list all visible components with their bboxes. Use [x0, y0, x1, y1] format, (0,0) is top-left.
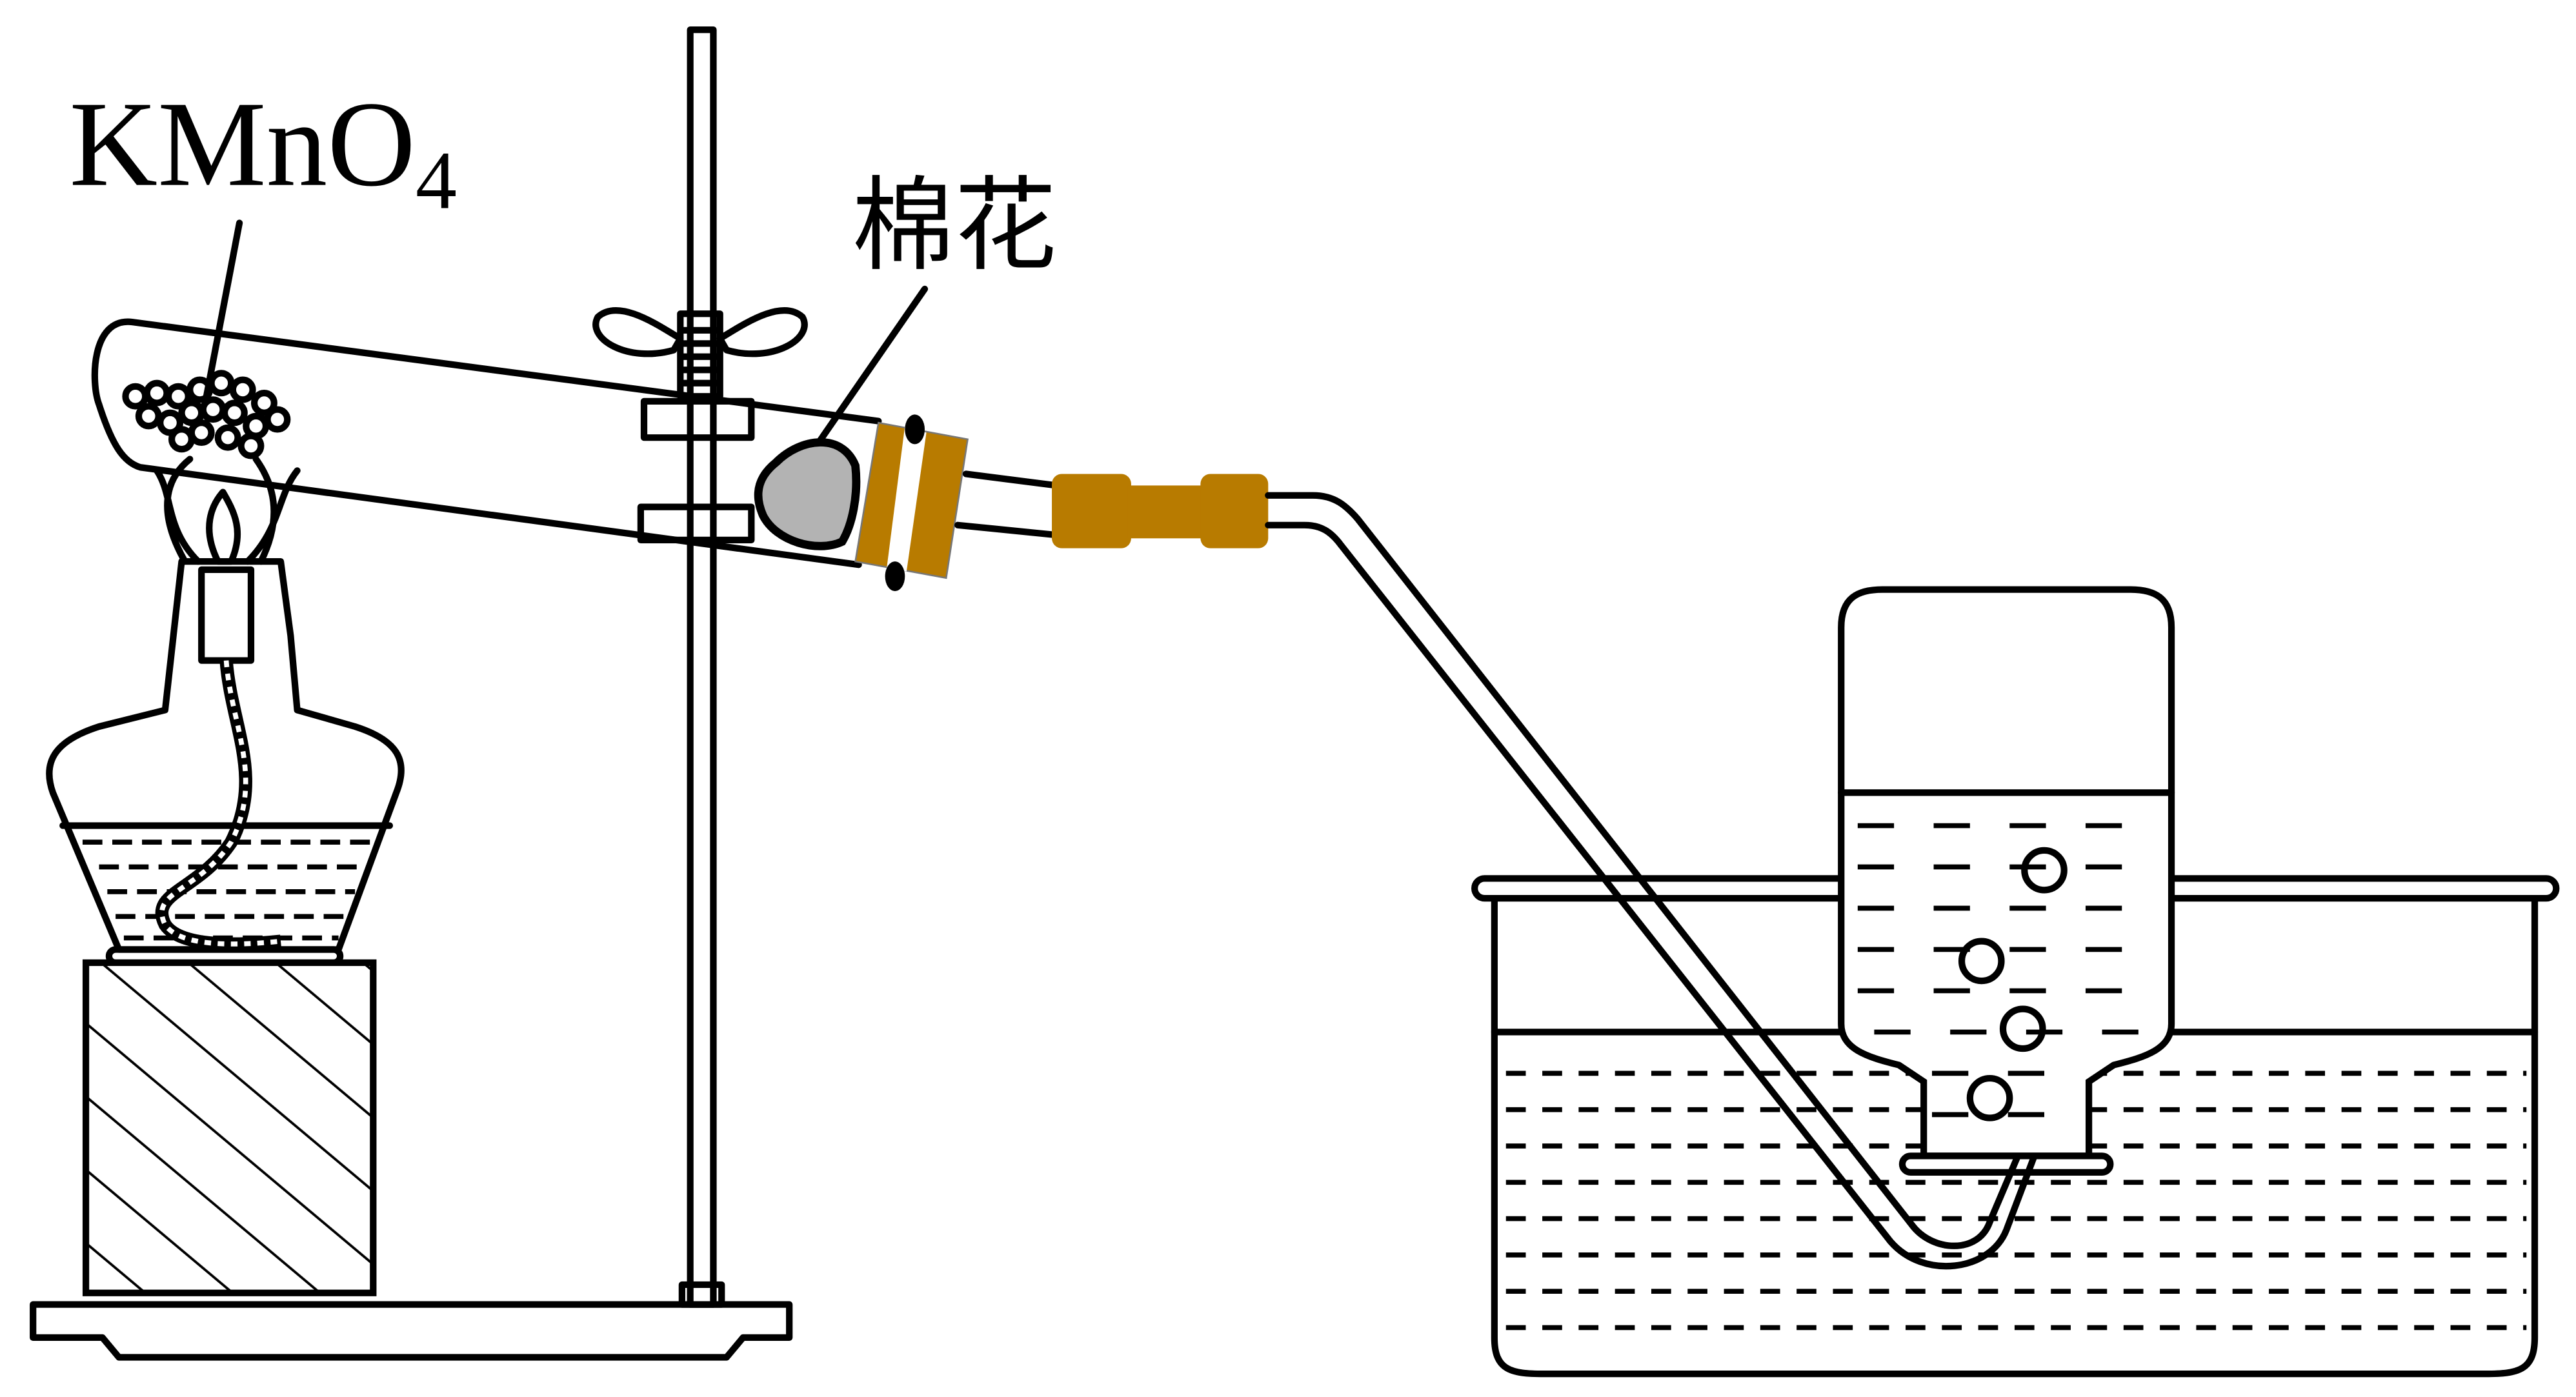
iron-stand [30, 26, 808, 1361]
stopper-rim-top [905, 414, 925, 445]
trough-body [1491, 895, 2539, 1378]
reagent-pointer [203, 219, 243, 400]
test-tube-outline [91, 318, 882, 568]
wick [155, 659, 282, 951]
particle [143, 379, 170, 407]
stand-base [30, 1301, 793, 1361]
connector-middle [1127, 485, 1204, 539]
screw-thread [680, 327, 720, 387]
particle [237, 432, 265, 459]
delivery-tube-inner-wall [1265, 492, 2022, 1249]
wing-nut-left [592, 307, 684, 357]
bottle-body [1838, 586, 2175, 1160]
particle [168, 426, 195, 453]
gas-bubble [1966, 1074, 2013, 1121]
alcohol-lamp [46, 456, 405, 1296]
rubber-connector [1052, 474, 1269, 548]
flame-outer [153, 456, 301, 565]
gas-collecting-bottle [1838, 586, 2175, 1176]
glass-plate [1898, 1152, 2114, 1176]
clamp-jaw-upper [640, 397, 755, 441]
wooden-block [82, 959, 377, 1296]
reagent-formula-subscript: 4 [416, 134, 457, 226]
particle [157, 409, 184, 436]
lamp-body [46, 558, 405, 953]
reagent-label: KMnO4 [69, 76, 457, 226]
flame-core [206, 488, 241, 565]
particle [214, 424, 241, 451]
delivery-tube-outer-wall [1265, 521, 2038, 1270]
wick-texture [159, 660, 281, 947]
stopper-rim-bottom [885, 561, 905, 592]
particle [264, 406, 291, 433]
reagent-formula-base: KMnO [69, 76, 416, 212]
particle [229, 376, 256, 403]
test-tube [91, 318, 882, 568]
particle [122, 383, 149, 410]
delivery-tube [1265, 492, 2038, 1270]
kmno4-particles [122, 370, 291, 459]
rubber-stopper [854, 414, 969, 592]
connector-end-right [1200, 474, 1269, 548]
wing-nut-right [716, 307, 808, 357]
cotton-pointer [810, 285, 929, 453]
particle [186, 376, 214, 403]
cotton-plug [754, 438, 861, 550]
particle [208, 370, 235, 397]
gas-bubble [2021, 847, 2068, 894]
particle [135, 403, 162, 430]
particle [221, 399, 248, 427]
glass-tube-short [954, 470, 1060, 539]
alcohol-liquid [82, 839, 380, 941]
wick-holder [198, 566, 255, 664]
particle [199, 396, 226, 423]
particle [165, 383, 192, 410]
rod-foot [678, 1281, 725, 1308]
gas-bubble [1999, 1005, 2046, 1052]
stand-rod [687, 26, 717, 1308]
cotton-label: 棉花 [852, 166, 1056, 285]
connector-end-left [1052, 474, 1131, 548]
particle [178, 399, 205, 427]
particle [250, 389, 277, 416]
gas-bubble [1958, 938, 2005, 985]
stopper-bore [887, 426, 927, 572]
